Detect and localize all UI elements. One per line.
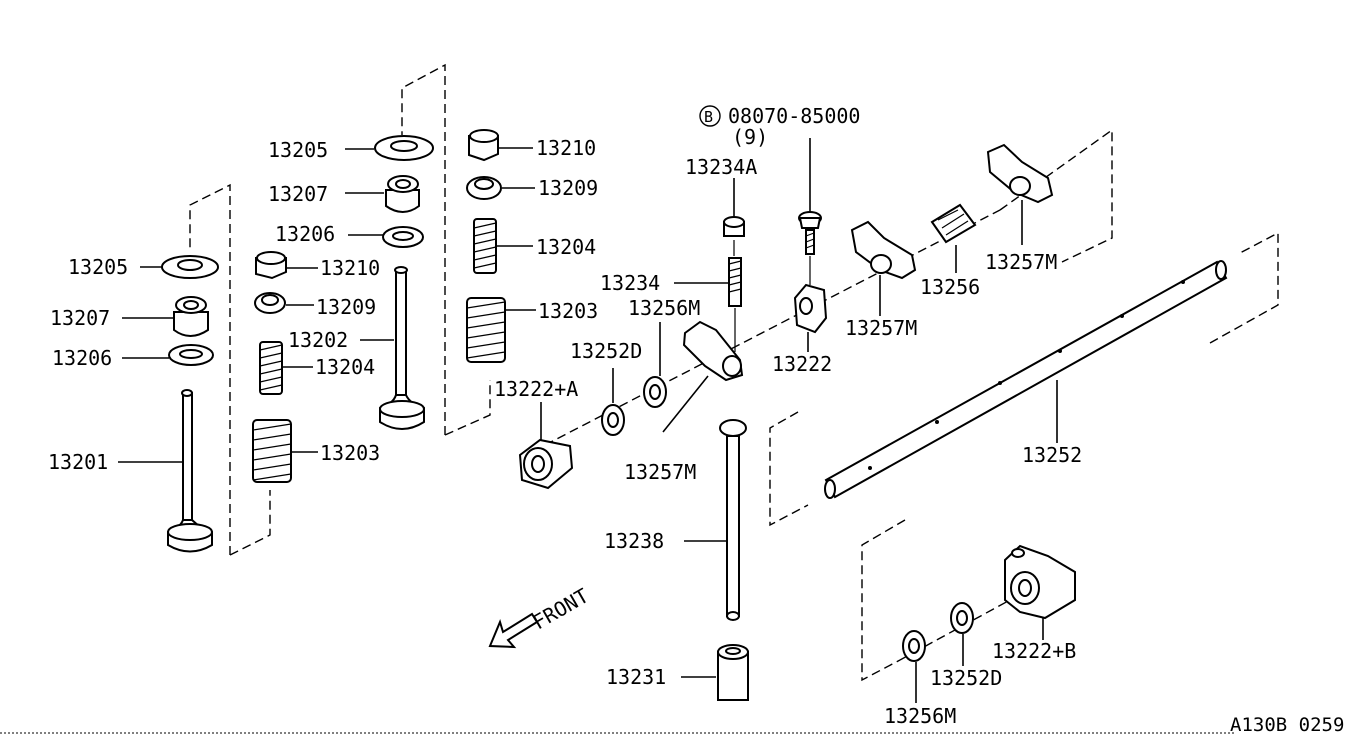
pushrod-13238 (719, 419, 747, 621)
washer-13256M-top (643, 376, 667, 408)
label-13256M-top: 13256M (628, 296, 700, 320)
label-13201: 13201 (48, 450, 108, 474)
left-valve-group: 13205 13207 13206 13201 (48, 183, 231, 555)
label-13222B: 13222+B (992, 639, 1076, 663)
valve-13201 (167, 389, 213, 553)
bolt-part-number: 08070-85000 (728, 104, 860, 128)
label-13238: 13238 (604, 529, 664, 553)
label-13204-mid: 13204 (315, 355, 375, 379)
valve-13202 (379, 266, 425, 430)
washer-13252D-top (601, 404, 625, 436)
label-13205-mid: 13205 (268, 138, 328, 162)
label-13252D-bot: 13252D (930, 666, 1002, 690)
label-13206-mid: 13206 (275, 222, 335, 246)
lower-right-group: 13222+B 13252D 13256M (861, 519, 1076, 728)
retainer-13205-mid (374, 135, 434, 161)
label-13252D-top: 13252D (570, 339, 642, 363)
spring-13203-right (466, 297, 506, 363)
label-13252: 13252 (1022, 443, 1082, 467)
label-13209-right: 13209 (538, 176, 598, 200)
bolt-note: B 08070-85000 (9) (699, 104, 860, 149)
spring-13204-right (473, 218, 497, 274)
label-13210-mid: 13210 (320, 256, 380, 280)
washer-13256M-bot (902, 630, 926, 662)
rocker-arm-13257M-low (682, 320, 744, 382)
collet-13210-right (468, 129, 499, 162)
rocker-shaft-group: 13252 (769, 231, 1279, 527)
footer-code: A130B 0259 (1230, 714, 1344, 736)
front-label: FRONT (529, 583, 593, 634)
retainer-13209-right (466, 176, 502, 200)
label-13222: 13222 (772, 352, 832, 376)
label-13203-mid: 13203 (320, 441, 380, 465)
washer-13206-mid (382, 226, 424, 248)
rocker-assembly: 13234A 13234 13256M 13252D 13222+A 13257… (494, 104, 1113, 701)
rocker-arm-13257M-mid (850, 220, 917, 280)
label-13234A: 13234A (685, 155, 757, 179)
spring-13203-mid (252, 419, 292, 483)
label-13256M-bot: 13256M (884, 704, 956, 728)
washer-13252D-bot (950, 602, 974, 634)
bracket-13222A (518, 438, 574, 490)
right-spring-group: 13210 13209 13204 13203 (466, 129, 598, 363)
bracket-13222B (1004, 544, 1076, 620)
lifter-13231 (717, 644, 749, 701)
label-13222A: 13222+A (494, 377, 578, 401)
front-arrow-icon (488, 612, 539, 649)
label-13257M-top: 13257M (985, 250, 1057, 274)
retainer-13205-left (161, 255, 219, 279)
retainer-13209-mid (254, 292, 286, 314)
label-13234: 13234 (600, 271, 660, 295)
label-13210-right: 13210 (536, 136, 596, 160)
label-13205-left: 13205 (68, 255, 128, 279)
middle-valve-group: 13205 13207 13206 13210 13209 13202 1320… (229, 63, 491, 556)
washer-13206-left (168, 344, 214, 366)
bolt (798, 211, 822, 255)
label-13257M-mid: 13257M (845, 316, 917, 340)
label-13206-left: 13206 (52, 346, 112, 370)
label-13207-left: 13207 (50, 306, 110, 330)
label-13207-mid: 13207 (268, 182, 328, 206)
spring-13256 (930, 203, 977, 244)
valve-seal-13207-mid (385, 175, 420, 213)
bolt-marker: B (704, 108, 713, 126)
spring-13204-mid (259, 341, 283, 395)
label-13256: 13256 (920, 275, 980, 299)
label-13202: 13202 (288, 328, 348, 352)
adjust-screw-13234 (723, 216, 745, 307)
label-13257M-low: 13257M (624, 460, 696, 484)
label-13203-right: 13203 (538, 299, 598, 323)
front-arrow: FRONT (488, 583, 593, 649)
valve-seal-13207-left (173, 296, 209, 337)
label-13204-right: 13204 (536, 235, 596, 259)
label-13209-mid: 13209 (316, 295, 376, 319)
bracket-13222 (793, 283, 828, 334)
collet-13210-mid (255, 251, 287, 280)
label-13231: 13231 (606, 665, 666, 689)
bolt-quantity: (9) (732, 125, 768, 149)
rocker-arm-13257M-top (986, 143, 1054, 204)
